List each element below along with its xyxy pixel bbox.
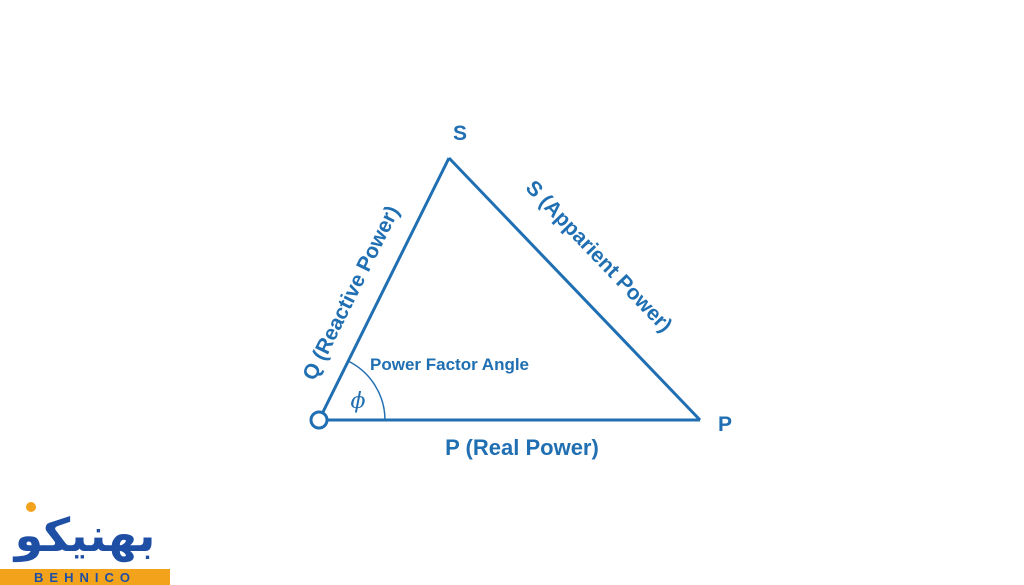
- vertex-label-s: S: [453, 122, 467, 145]
- origin-point: [309, 410, 329, 430]
- behnico-logo: بهنیکو BEHNICO: [0, 493, 170, 585]
- phi-symbol: ϕ: [351, 389, 366, 414]
- vertex-label-p: P: [718, 413, 732, 436]
- logo-brand-fa: بهنیکو: [13, 508, 156, 562]
- side-reactive-power: [317, 157, 451, 421]
- behnico-logo-mark: بهنیکو BEHNICO: [0, 495, 170, 585]
- logo-brand-en: BEHNICO: [34, 570, 136, 585]
- side-label-real-power: P (Real Power): [445, 435, 599, 460]
- angle-caption: Power Factor Angle: [370, 355, 529, 374]
- angle-arc: [347, 360, 386, 421]
- side-apparent-power: [447, 156, 702, 422]
